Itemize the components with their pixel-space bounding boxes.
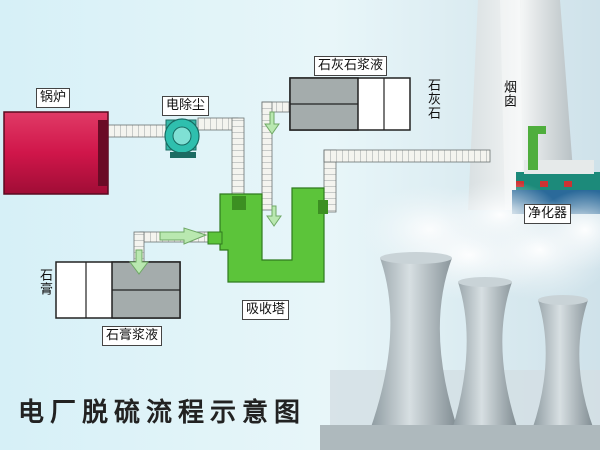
absorber-label: 吸收塔 (242, 300, 290, 320)
purifier-label: 净化器 (524, 204, 572, 224)
esp-unit (164, 118, 200, 158)
arrow-limestone-down (264, 111, 280, 135)
gypsum-tank (55, 261, 181, 319)
diagram-title: 电厂脱硫流程示意图 (18, 398, 307, 428)
flow-arrows (129, 111, 282, 275)
cooling-tower-middle (452, 277, 518, 430)
gypsum-label: 石膏 (37, 268, 52, 296)
limestone-slurry-label: 石灰石浆液 (314, 56, 388, 76)
limestone-label: 石灰石 (425, 78, 440, 120)
arrow-to-gypsum-down (129, 249, 149, 275)
esp-label: 电除尘 (162, 96, 210, 116)
gypsum-slurry-label: 石膏浆液 (102, 326, 163, 346)
boiler (3, 111, 109, 195)
arrow-to-gypsum-left (159, 227, 208, 245)
cooling-tower-large (370, 252, 458, 430)
arrow-absorber-inner (266, 205, 282, 227)
limestone-slurry-tank (289, 77, 411, 131)
boiler-label: 锅炉 (36, 88, 71, 108)
chimney-label: 烟囱 (501, 80, 516, 108)
absorber-tower (207, 187, 328, 283)
ground (320, 425, 600, 450)
cooling-tower-right (532, 295, 594, 430)
chimney (468, 0, 576, 210)
